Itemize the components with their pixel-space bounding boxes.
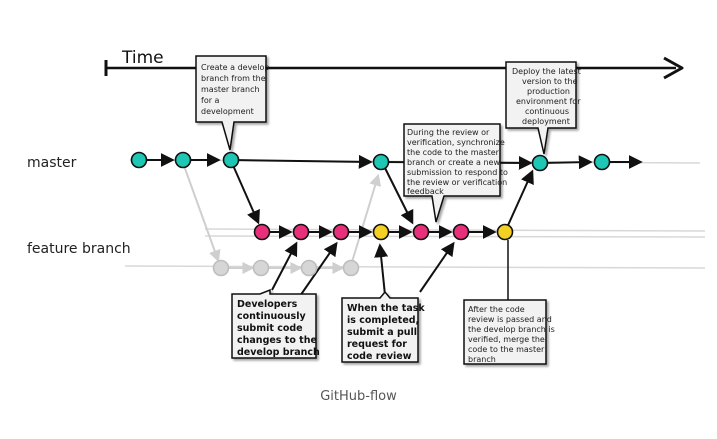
callout-line: Create a develop xyxy=(201,63,269,72)
feature-commit xyxy=(252,259,270,277)
time-label: Time xyxy=(121,48,164,68)
callout-task-completed: When the task is completed, submit a pul… xyxy=(341,290,425,363)
callout-during-review: During the review or verification, synch… xyxy=(403,123,508,223)
master-commit xyxy=(174,151,192,169)
time-axis: Time xyxy=(104,48,684,80)
callout-deploy-latest: Deploy the latest version to the product… xyxy=(505,61,581,155)
branch-arrows xyxy=(182,162,534,263)
callout-line: for a xyxy=(201,96,220,105)
callout-line: branch xyxy=(468,355,496,364)
callout-line: Deploy the latest xyxy=(512,67,581,76)
callout-line: branch from the xyxy=(201,74,266,83)
master-line xyxy=(140,153,643,170)
callout-line: production xyxy=(527,87,570,96)
develop-commit xyxy=(332,223,350,241)
callout-line: Developers xyxy=(237,299,298,310)
callout-line: submit a pull xyxy=(347,327,417,338)
callout-after-review: After the code review is passed and the … xyxy=(463,240,555,365)
callout-line: environment for xyxy=(516,97,581,106)
callout-line: submission to respond to xyxy=(407,168,508,177)
cross-arrows xyxy=(271,241,455,297)
develop-commit xyxy=(253,223,271,241)
master-commit xyxy=(222,151,240,169)
develop-commit xyxy=(452,223,470,241)
callout-line: is completed, xyxy=(347,315,419,326)
callout-line: changes to the xyxy=(237,335,317,346)
merge-commit xyxy=(496,223,514,241)
develop-commit xyxy=(412,223,430,241)
callout-line: continuous xyxy=(525,107,569,116)
merge-commit xyxy=(372,223,390,241)
callout-line: the develop branch is xyxy=(468,325,555,334)
callout-line: develop branch xyxy=(237,347,320,358)
develop-commit xyxy=(292,223,310,241)
lane-label-master: master xyxy=(27,155,77,171)
callout-line: review is passed and xyxy=(468,315,552,324)
callout-line: request for xyxy=(347,339,407,350)
feature-commit xyxy=(212,259,230,277)
callout-line: version to the xyxy=(522,77,578,86)
figure-caption: GitHub-flow xyxy=(320,389,397,404)
callout-developers-submit: Developers continuously submit code chan… xyxy=(231,288,320,359)
github-flow-diagram: Time master feature branch xyxy=(27,48,706,365)
feature-commits xyxy=(212,259,360,277)
master-commit xyxy=(531,154,549,172)
callout-line: master branch xyxy=(201,85,260,94)
callout-line: continuously xyxy=(237,311,306,322)
callout-line: the review or verification xyxy=(407,178,507,187)
callout-line: code review xyxy=(347,351,412,362)
callout-line: code to the master xyxy=(468,345,545,354)
callout-line: branch or create a new xyxy=(407,158,500,167)
callout-create-develop: Create a develop branch from the master … xyxy=(195,55,269,151)
master-commit xyxy=(372,153,390,171)
master-commits xyxy=(130,151,611,172)
callout-line: When the task xyxy=(347,303,425,314)
lane-label-feature-branch: feature branch xyxy=(27,241,131,257)
callout-line: feedback xyxy=(407,187,444,196)
feature-commit xyxy=(342,259,360,277)
master-commit xyxy=(593,153,611,171)
feature-commit xyxy=(300,259,318,277)
callout-line: verified, merge the xyxy=(468,335,545,344)
develop-commits xyxy=(253,223,514,241)
callout-line: deployment xyxy=(522,117,570,126)
callout-line: submit code xyxy=(237,323,303,334)
callout-line: During the review or xyxy=(407,128,490,137)
master-commit xyxy=(130,151,148,169)
callout-line: verification, synchronize xyxy=(407,138,505,147)
callout-line: the code to the master xyxy=(407,148,500,157)
callout-line: development xyxy=(201,107,254,116)
callout-line: After the code xyxy=(468,305,525,314)
